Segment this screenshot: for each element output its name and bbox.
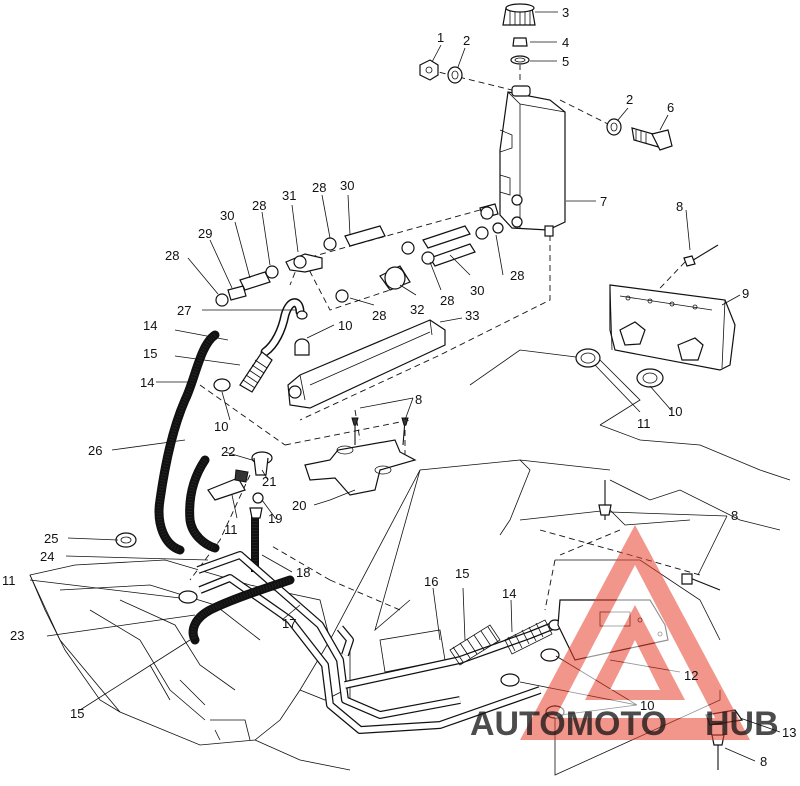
callout-label: 16 xyxy=(424,574,438,589)
callout-label: 30 xyxy=(470,283,484,298)
rivet-8-top xyxy=(683,244,719,267)
mounting-bolt xyxy=(606,118,673,151)
hose-assembly-24 xyxy=(196,551,542,734)
callout-label: 14 xyxy=(143,318,157,333)
oil-tank xyxy=(499,85,566,237)
callout-label: 13 xyxy=(782,725,796,740)
callout-label: 28 xyxy=(372,308,386,323)
callout-label: 26 xyxy=(88,443,102,458)
callout-label: 15 xyxy=(70,706,84,721)
filler-cap xyxy=(502,3,536,26)
callout-label: 8 xyxy=(731,508,738,523)
clamp-10-left xyxy=(213,338,310,399)
callout-label: 32 xyxy=(410,302,424,317)
callout-label: 17 xyxy=(282,616,296,631)
callout-label: 2 xyxy=(463,33,470,48)
callout-label: 3 xyxy=(562,5,569,20)
cap-seal xyxy=(510,37,530,65)
oil-tank-support-33 xyxy=(287,319,446,409)
callout-label: 20 xyxy=(292,498,306,513)
callout-label: 25 xyxy=(44,531,58,546)
hose-14-26 xyxy=(154,330,220,555)
bracket-9 xyxy=(609,284,736,371)
watermark-text-left: AUTOMOTO xyxy=(470,705,667,743)
callout-label: 28 xyxy=(510,268,524,283)
callout-label: 18 xyxy=(296,565,310,580)
callout-label: 28 xyxy=(440,293,454,308)
callout-label: 1 xyxy=(437,30,444,45)
hose-18 xyxy=(249,507,263,572)
callout-label: 29 xyxy=(198,226,212,241)
callout-label: 30 xyxy=(340,178,354,193)
callout-label: 28 xyxy=(312,180,326,195)
bracket-20 xyxy=(304,417,417,496)
callout-label: 33 xyxy=(465,308,479,323)
callout-label: 2 xyxy=(626,92,633,107)
callout-label: 8 xyxy=(676,199,683,214)
callout-label: 31 xyxy=(282,188,296,203)
callout-label: 15 xyxy=(143,346,157,361)
leader-lines xyxy=(29,11,781,762)
rivets-8-right xyxy=(598,480,721,591)
callout-label: 23 xyxy=(10,628,24,643)
callout-label: 28 xyxy=(165,248,179,263)
clamp-10-11-right xyxy=(575,348,664,388)
callout-label: 9 xyxy=(742,286,749,301)
callout-label: 10 xyxy=(668,404,682,419)
watermark-text: AUTOMOTO HUB xyxy=(470,705,779,743)
fitting-22 xyxy=(251,451,273,504)
callout-label: 15 xyxy=(455,566,469,581)
callout-label: 6 xyxy=(667,100,674,115)
callout-label: 10 xyxy=(214,419,228,434)
callout-label: 14 xyxy=(502,586,516,601)
spring-15-top xyxy=(239,351,273,393)
callout-label: 11 xyxy=(2,573,16,588)
hose-27 xyxy=(260,298,308,357)
mounting-nut-washer xyxy=(419,59,463,84)
callout-label: 11 xyxy=(637,416,651,431)
callout-label: 30 xyxy=(220,208,234,223)
callout-label: 10 xyxy=(640,698,654,713)
callout-label: 10 xyxy=(338,318,352,333)
callout-label: 21 xyxy=(262,474,276,489)
callout-label: 19 xyxy=(268,511,282,526)
callout-label: 5 xyxy=(562,54,569,69)
clamp-25 xyxy=(115,532,137,548)
callout-label: 27 xyxy=(177,303,191,318)
callout-label: 11 xyxy=(224,522,238,537)
watermark-logo xyxy=(520,525,750,740)
fitting-set xyxy=(215,203,504,307)
callout-label: 12 xyxy=(684,668,698,683)
callout-label: 14 xyxy=(140,375,154,390)
callout-label: 28 xyxy=(252,198,266,213)
elbow-11 xyxy=(207,469,249,501)
callout-labels: 3 4 5 1 2 2 6 7 8 9 30 28 31 28 30 29 28… xyxy=(2,5,796,769)
watermark-text-right: HUB xyxy=(705,705,779,743)
callout-label: 22 xyxy=(221,444,235,459)
callout-label: 8 xyxy=(760,754,767,769)
callout-label: 8 xyxy=(415,392,422,407)
callout-label: 4 xyxy=(562,35,569,50)
callout-label: 24 xyxy=(40,549,54,564)
callout-label: 7 xyxy=(600,194,607,209)
hose-23 xyxy=(178,575,295,645)
hose-16-right xyxy=(344,619,557,689)
